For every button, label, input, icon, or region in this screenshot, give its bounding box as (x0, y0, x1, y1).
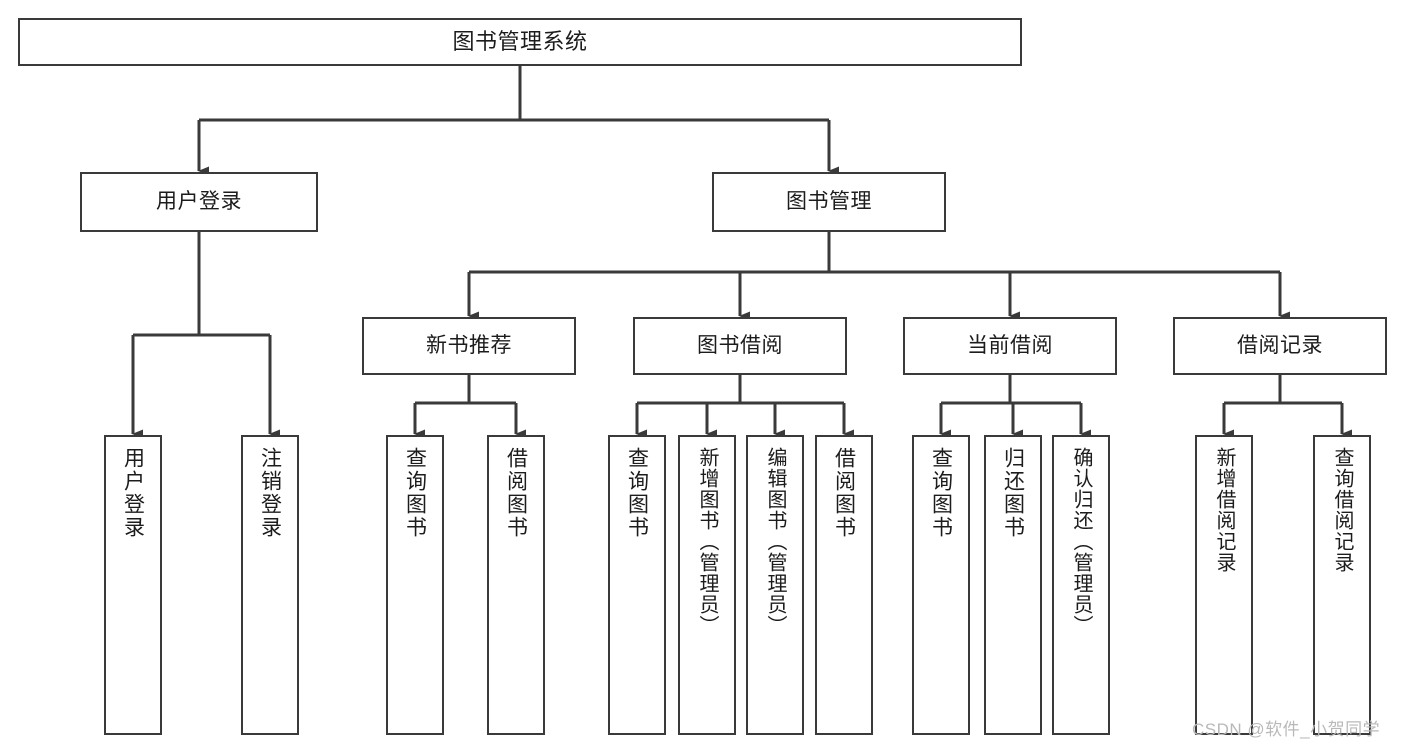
node-label-records: 借阅记录 (1237, 333, 1323, 357)
node-l-edit[interactable]: 编辑图书（管理员） (746, 435, 804, 735)
node-root[interactable]: 图书管理系统 (18, 18, 1022, 66)
node-records[interactable]: 借阅记录 (1173, 317, 1387, 375)
node-label-l-add: 新增图书（管理员） (696, 447, 718, 636)
node-label-l-queryrec: 查询借阅记录 (1331, 447, 1353, 573)
node-label-l-borrow2: 借阅图书 (832, 447, 856, 539)
node-l-logout[interactable]: 注销登录 (241, 435, 299, 735)
node-label-l-confirm: 确认归还（管理员） (1070, 447, 1092, 636)
node-bookmgmt[interactable]: 图书管理 (712, 172, 946, 232)
node-label-l-return: 归还图书 (1001, 447, 1025, 539)
node-label-l-query1: 查询图书 (403, 447, 427, 539)
node-l-query1[interactable]: 查询图书 (386, 435, 444, 735)
node-label-l-edit: 编辑图书（管理员） (764, 447, 786, 636)
node-label-borrow: 图书借阅 (697, 333, 783, 357)
node-l-query2[interactable]: 查询图书 (608, 435, 666, 735)
node-l-addrec[interactable]: 新增借阅记录 (1195, 435, 1253, 735)
node-l-borrow2[interactable]: 借阅图书 (815, 435, 873, 735)
node-label-l-logout: 注销登录 (258, 447, 282, 539)
node-label-current: 当前借阅 (967, 333, 1053, 357)
node-label-l-login: 用户登录 (121, 447, 145, 539)
node-label-l-query2: 查询图书 (625, 447, 649, 539)
node-borrow[interactable]: 图书借阅 (633, 317, 847, 375)
node-l-borrow1[interactable]: 借阅图书 (487, 435, 545, 735)
node-label-l-query3: 查询图书 (929, 447, 953, 539)
node-label-newbook: 新书推荐 (426, 333, 512, 357)
node-label-bookmgmt: 图书管理 (786, 189, 872, 213)
node-l-query3[interactable]: 查询图书 (912, 435, 970, 735)
node-l-add[interactable]: 新增图书（管理员） (678, 435, 736, 735)
edges-group (131, 66, 1352, 439)
node-l-confirm[interactable]: 确认归还（管理员） (1052, 435, 1110, 735)
node-l-queryrec[interactable]: 查询借阅记录 (1313, 435, 1371, 735)
node-newbook[interactable]: 新书推荐 (362, 317, 576, 375)
node-label-login: 用户登录 (156, 189, 242, 213)
node-l-login[interactable]: 用户登录 (104, 435, 162, 735)
node-label-l-addrec: 新增借阅记录 (1213, 447, 1235, 573)
node-l-return[interactable]: 归还图书 (984, 435, 1042, 735)
node-label-l-borrow1: 借阅图书 (504, 447, 528, 539)
node-login[interactable]: 用户登录 (80, 172, 318, 232)
csdn-watermark: CSDN @软件_小贺同学 (1192, 720, 1381, 739)
node-label-root: 图书管理系统 (452, 29, 588, 55)
node-current[interactable]: 当前借阅 (903, 317, 1117, 375)
